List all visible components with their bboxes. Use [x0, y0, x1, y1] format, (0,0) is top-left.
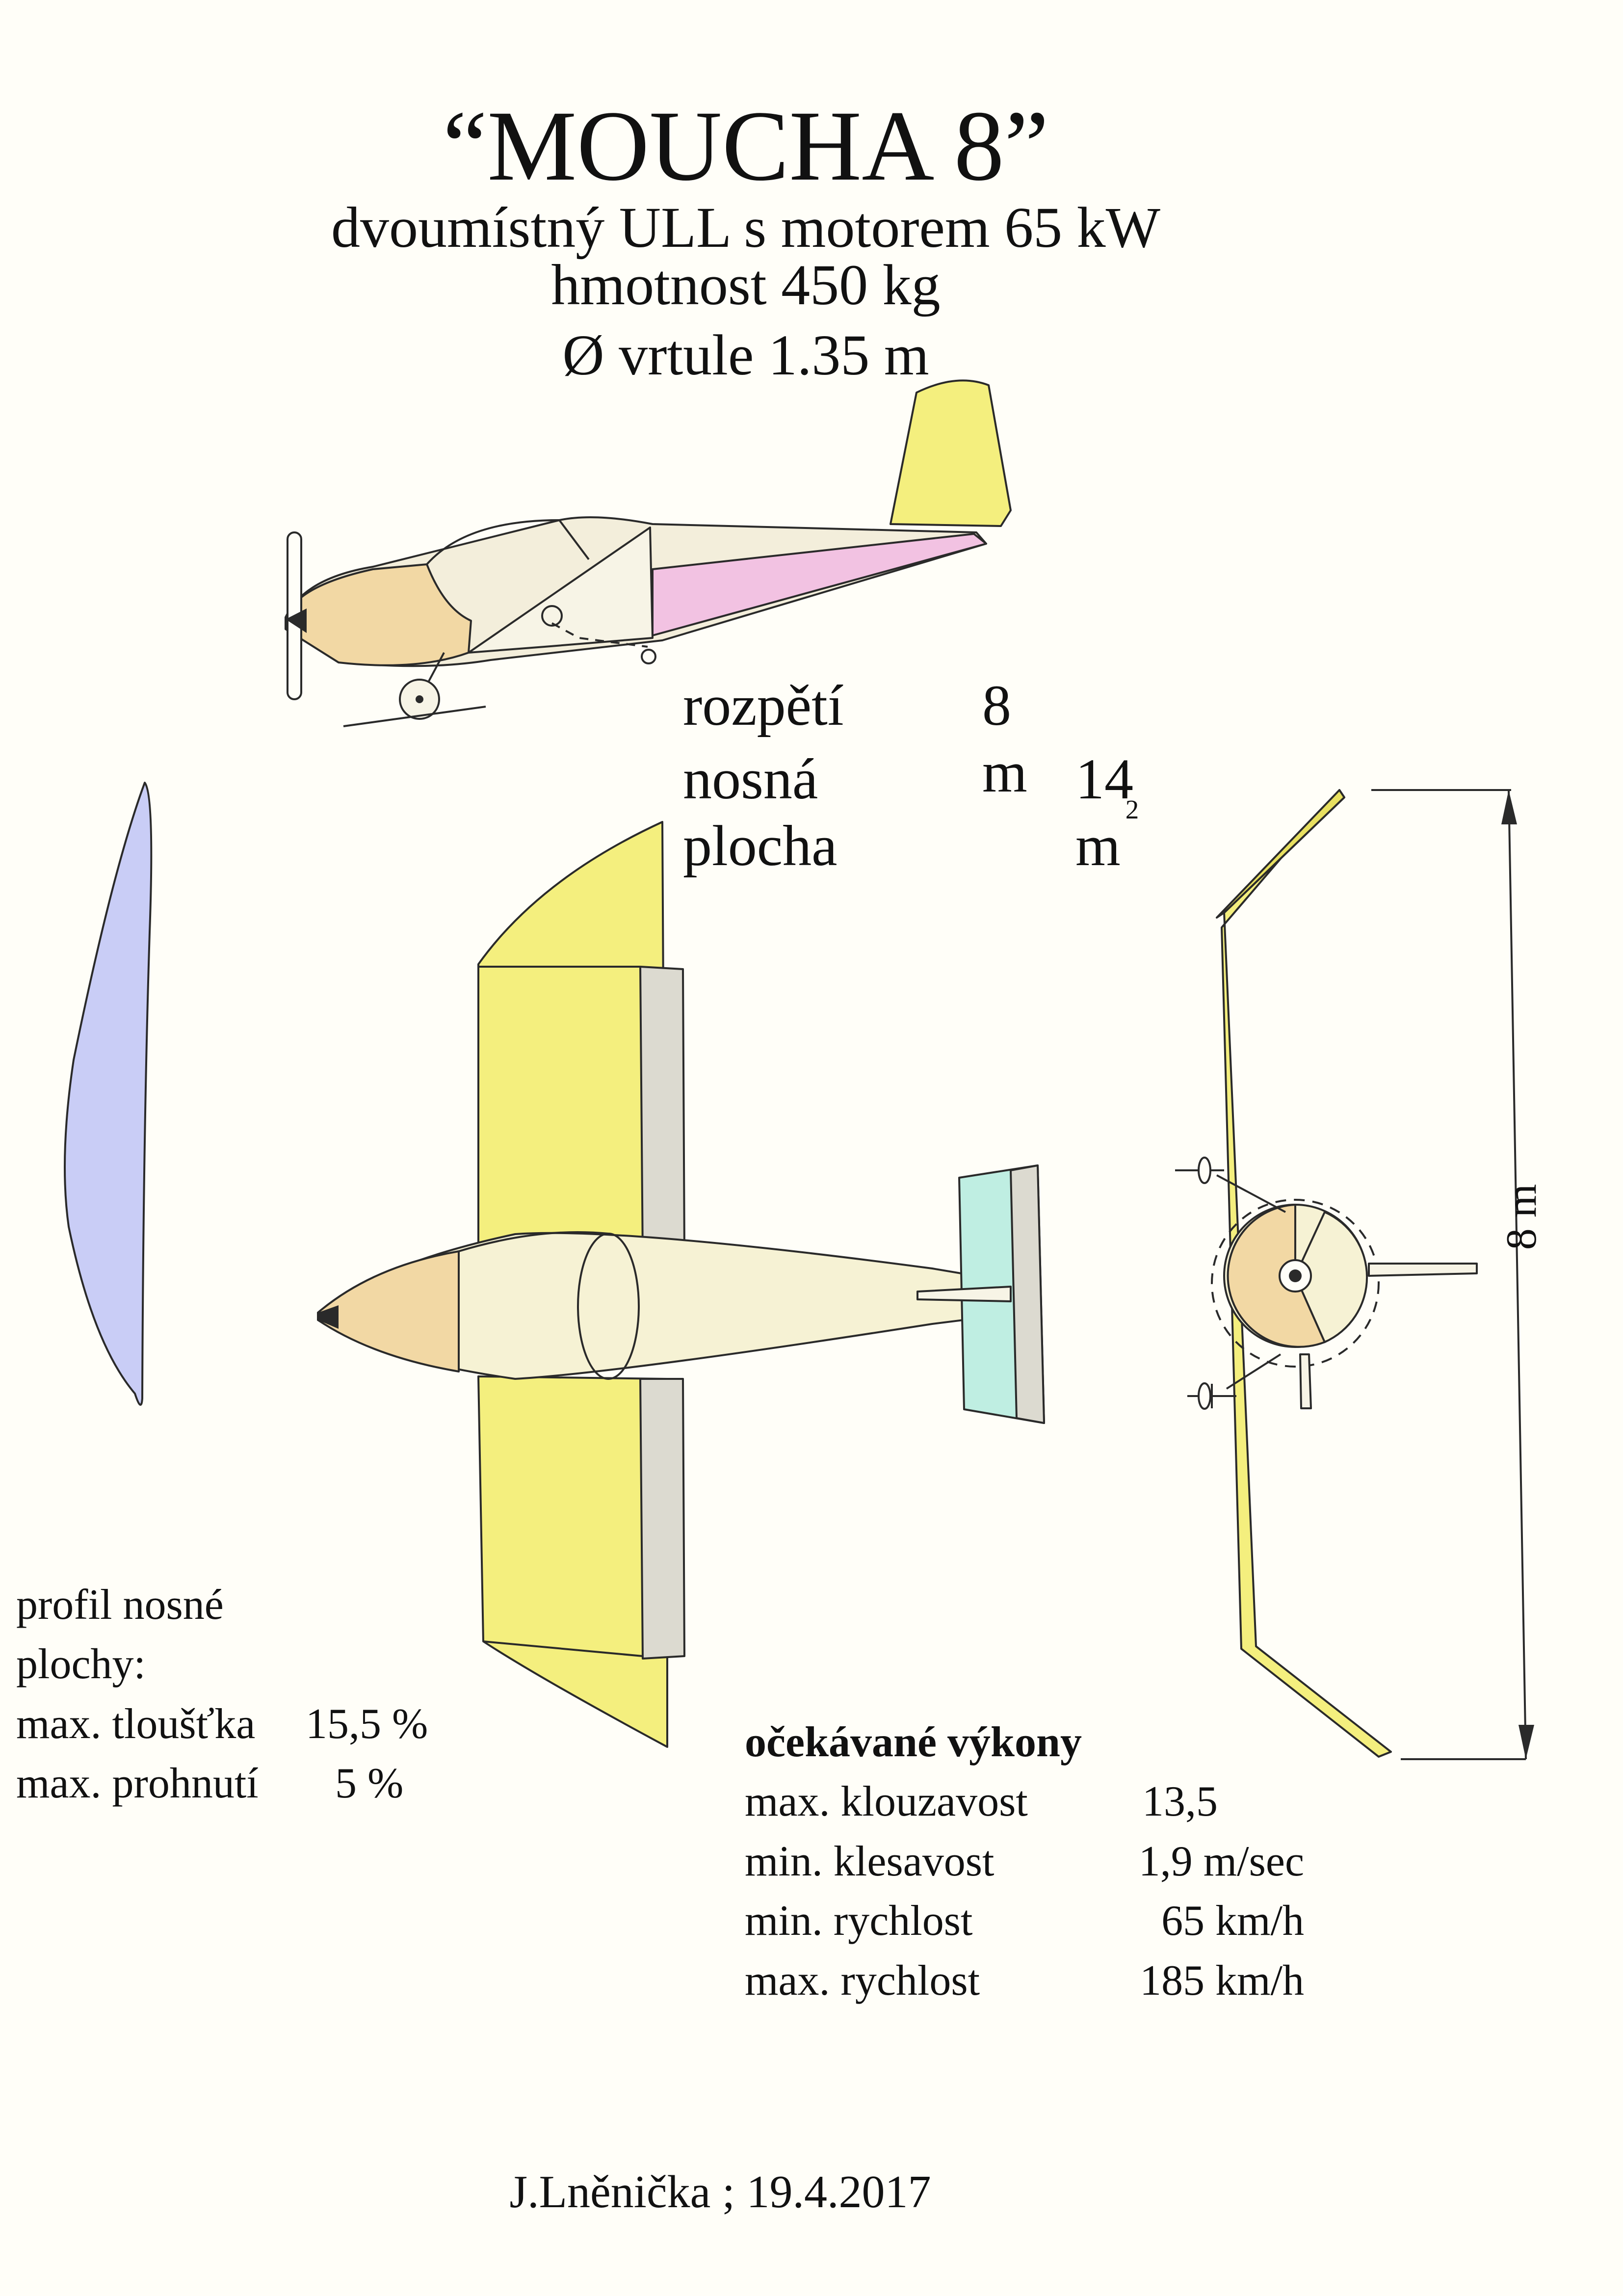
perf-value: 65 km/h: [1161, 1897, 1304, 1945]
page-title: “MOUCHA 8”: [443, 90, 1049, 202]
side-canopy: [426, 519, 590, 565]
span-dimension-label: 8 m: [1498, 1184, 1545, 1250]
propeller-disk: [1211, 1199, 1380, 1368]
subtitle: dvoumístný ULL s motorem 65 kW: [331, 195, 1161, 260]
landing-gear-lower: [1187, 1353, 1282, 1408]
camber-value: 5 %: [335, 1760, 404, 1808]
nose-top: [317, 1250, 460, 1372]
ground-line: [343, 706, 486, 727]
span-arrow-bottom: [1518, 1725, 1534, 1759]
wing-strut-pivot: [541, 605, 563, 627]
spinner-front-center: [1289, 1269, 1302, 1282]
performance-block: očekávané výkony max. klouzavost 13,5 min…: [745, 1713, 1304, 2010]
wheel-front-upper: [1198, 1157, 1211, 1184]
perf-value: 185 km/h: [1140, 1956, 1304, 2005]
lower-wing-rib: [483, 1640, 643, 1657]
perf-row: min. klesavost 1,9 m/sec: [745, 1832, 1304, 1891]
mass-line: hmotnost 450 kg: [551, 253, 941, 317]
area-value: 14 m: [1075, 747, 1133, 878]
perf-row: min. rychlost 65 km/h: [745, 1891, 1304, 1951]
front-view: [1175, 789, 1534, 1760]
profile-heading-1: profil nosné: [16, 1581, 224, 1629]
side-wing-root: [468, 527, 654, 654]
tail-wheel-side: [641, 649, 656, 664]
thickness-value: 15,5 %: [306, 1700, 428, 1748]
perf-label: max. klouzavost: [745, 1778, 1028, 1826]
side-nose: [285, 563, 472, 666]
span-value: 8 m: [982, 673, 1027, 804]
span-label: rozpětí: [683, 673, 844, 738]
wheel-front-lower: [1198, 1382, 1211, 1410]
span-arrow-top: [1501, 790, 1517, 824]
top-view: [317, 821, 1045, 1748]
perf-label: max. rychlost: [745, 1956, 980, 2005]
tail-fin-top: [916, 1286, 1012, 1302]
area-value-wrap: 14 m2: [1075, 746, 1139, 879]
spinner-top: [318, 1305, 339, 1329]
perf-value: 1,9 m/sec: [1138, 1837, 1304, 1885]
canopy-outline: [458, 1231, 609, 1252]
main-wheel-hub: [416, 695, 423, 703]
area-label: nosná plocha: [683, 747, 838, 878]
profile-heading-2: plochy:: [16, 1640, 146, 1689]
span-dimension-line: [1371, 789, 1527, 1760]
lower-wing: [477, 1375, 668, 1748]
airfoil-profile: [64, 782, 153, 1406]
perf-row: max. rychlost 185 km/h: [745, 1951, 1304, 2010]
thickness-label: max. tloušťka: [16, 1700, 256, 1748]
vertical-tail: [890, 379, 1012, 527]
profile-camber-row: max. prohnutí 5 %: [16, 1754, 428, 1813]
perf-label: min. rychlost: [745, 1897, 973, 1945]
perf-row: max. klouzavost 13,5: [745, 1772, 1304, 1831]
cowling-front-shade: [1227, 1204, 1326, 1348]
camber-label: max. prohnutí: [16, 1760, 259, 1808]
performance-heading: očekávané výkony: [745, 1718, 1082, 1766]
cowling-right-panel: [1294, 1211, 1368, 1343]
upper-flap: [639, 966, 685, 1257]
profile-block: profil nosné plochy: max. tloušťka 15,5 %…: [16, 1575, 428, 1814]
author-signature: J.Lněnička ; 19.4.2017: [509, 2166, 931, 2217]
profile-thickness-row: max. tloušťka 15,5 %: [16, 1694, 428, 1754]
side-view: [285, 379, 1012, 727]
front-wing-shade: [1216, 789, 1345, 919]
perf-value: 13,5: [1142, 1778, 1218, 1826]
spinner-side: [286, 608, 307, 633]
perf-label: min. klesavost: [745, 1837, 995, 1885]
elevator-edge: [1010, 1164, 1045, 1424]
propeller-blade-down: [1299, 1353, 1312, 1409]
propeller-line: Ø vrtule 1.35 m: [562, 323, 929, 387]
propeller-blade-right: [1368, 1263, 1478, 1277]
lower-flap: [639, 1378, 685, 1660]
area-exponent: 2: [1125, 794, 1139, 824]
upper-wing: [477, 821, 666, 1267]
